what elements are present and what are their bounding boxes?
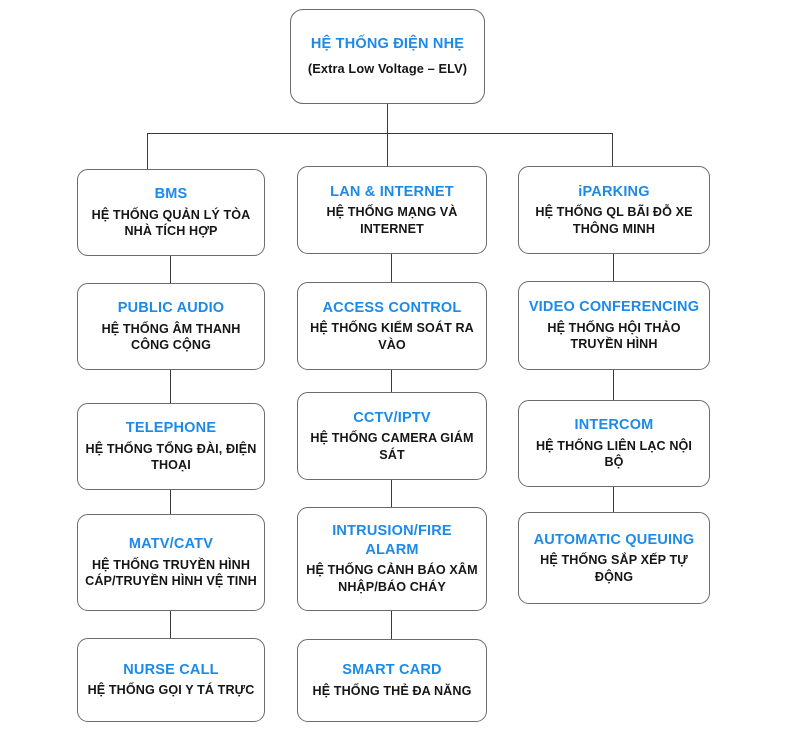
node-title: INTERCOM [574,417,654,434]
node-title: PUBLIC AUDIO [117,300,225,317]
node-title: TELEPHONE [125,420,217,437]
node-subtitle: HỆ THỐNG ÂM THANH CÔNG CỘNG [101,321,241,353]
node-subtitle: HỆ THỐNG THẺ ĐA NĂNG [312,683,472,698]
node-title: INTRUSION/FIRE ALARM [332,523,452,558]
connector-col1-3-4 [170,490,172,514]
node-intrusion-fire-alarm[interactable]: INTRUSION/FIRE ALARM HỆ THỐNG CẢNH BÁO X… [297,507,487,611]
node-subtitle: HỆ THỐNG SẮP XẾP TỰ ĐỘNG [540,553,688,584]
node-subtitle: HỆ THỐNG KIỂM SOÁT RA VÀO [310,321,474,352]
node-title: BMS [154,186,188,203]
node-title: AUTOMATIC QUEUING [533,531,695,548]
connector-branch-bar [147,133,613,135]
connector-branch-col1 [147,133,149,170]
node-title: ACCESS CONTROL [322,299,462,316]
node-title: HỆ THỐNG ĐIỆN NHẸ [310,35,465,52]
connector-root-trunk [386,104,388,170]
node-subtitle: HỆ THỐNG QL BÃI ĐỖ XE THÔNG MINH [535,205,693,236]
node-subtitle: HỆ THỐNG CẢNH BÁO XÂM NHẬP/BÁO CHÁY [306,563,478,595]
node-iparking[interactable]: iPARKING HỆ THỐNG QL BÃI ĐỖ XE THÔNG MIN… [518,166,710,254]
connector-col3-3-4 [613,487,615,512]
node-bms[interactable]: BMS HỆ THỐNG QUẢN LÝ TÒA NHÀ TÍCH HỢP [77,169,265,256]
node-public-audio[interactable]: PUBLIC AUDIO HỆ THỐNG ÂM THANH CÔNG CỘNG [77,283,265,370]
node-subtitle: HỆ THỐNG TRUYỀN HÌNH CÁP/TRUYỀN HÌNH VỆ … [85,557,257,589]
node-title: VIDEO CONFERENCING [528,299,700,316]
connector-col1-2-3 [170,370,172,403]
node-subtitle: HỆ THỐNG HỘI THẢO TRUYỀN HÌNH [547,320,681,352]
connector-branch-col3 [612,133,614,170]
connector-col2-4-5 [391,611,393,639]
node-access-control[interactable]: ACCESS CONTROL HỆ THỐNG KIỂM SOÁT RA VÀO [297,282,487,370]
node-automatic-queuing[interactable]: AUTOMATIC QUEUING HỆ THỐNG SẮP XẾP TỰ ĐỘ… [518,512,710,604]
node-subtitle: HỆ THỐNG CAMERA GIÁM SÁT [310,431,474,462]
node-matv-catv[interactable]: MATV/CATV HỆ THỐNG TRUYỀN HÌNH CÁP/TRUYỀ… [77,514,265,611]
node-telephone[interactable]: TELEPHONE HỆ THỐNG TỔNG ĐÀI, ĐIỆN THOẠI [77,403,265,490]
connector-col3-2-3 [613,370,615,400]
node-subtitle: HỆ THỐNG TỔNG ĐÀI, ĐIỆN THOẠI [85,441,257,473]
connector-col3-1-2 [613,254,615,281]
connector-col2-1-2 [391,254,393,282]
node-title: LAN & INTERNET [330,183,454,200]
node-video-conferencing[interactable]: VIDEO CONFERENCING HỆ THỐNG HỘI THẢO TRU… [518,281,710,370]
node-subtitle: HỆ THỐNG LIÊN LẠC NỘI BỘ [535,438,693,470]
connector-col2-2-3 [391,370,393,392]
connector-col2-3-4 [391,480,393,507]
node-smart-card[interactable]: SMART CARD HỆ THỐNG THẺ ĐA NĂNG [297,639,487,722]
node-title: MATV/CATV [128,536,214,553]
connector-col1-4-5 [170,611,172,638]
node-root-he-thong-dien-nhe[interactable]: HỆ THỐNG ĐIỆN NHẸ (Extra Low Voltage – E… [290,9,485,104]
node-subtitle: (Extra Low Voltage – ELV) [307,61,468,77]
connector-col1-1-2 [170,256,172,283]
node-subtitle: HỆ THỐNG GỌI Y TÁ TRỰC [87,683,255,698]
node-lan-internet[interactable]: LAN & INTERNET HỆ THỐNG MẠNG VÀ INTERNET [297,166,487,254]
node-title: SMART CARD [342,662,442,679]
node-title: NURSE CALL [123,661,219,678]
node-subtitle: HỆ THỐNG MẠNG VÀ INTERNET [326,205,458,236]
node-title: iPARKING [578,183,650,200]
node-nurse-call[interactable]: NURSE CALL HỆ THỐNG GỌI Y TÁ TRỰC [77,638,265,722]
node-intercom[interactable]: INTERCOM HỆ THỐNG LIÊN LẠC NỘI BỘ [518,400,710,487]
node-subtitle: HỆ THỐNG QUẢN LÝ TÒA NHÀ TÍCH HỢP [91,207,251,239]
node-title: CCTV/IPTV [353,409,431,426]
node-cctv-iptv[interactable]: CCTV/IPTV HỆ THỐNG CAMERA GIÁM SÁT [297,392,487,480]
